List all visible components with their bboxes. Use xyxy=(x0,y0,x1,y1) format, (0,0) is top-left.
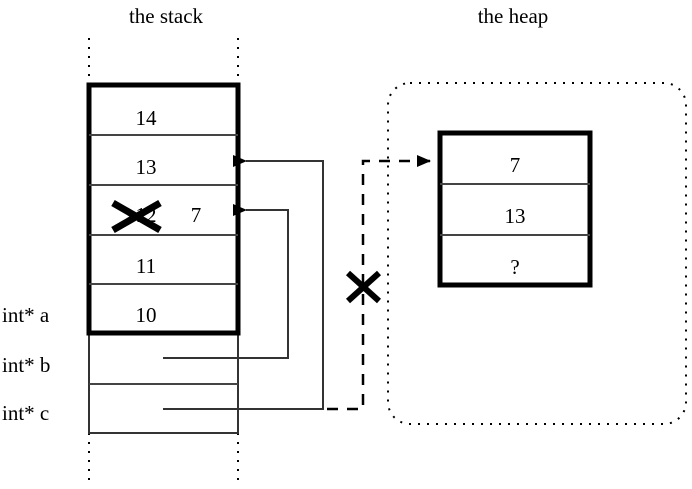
heap-cell-value-1: 13 xyxy=(505,204,526,228)
stack-cell-value-0: 14 xyxy=(136,106,158,130)
heap-title: the heap xyxy=(478,4,549,28)
cross-icon-overwritten-value xyxy=(111,199,162,234)
heap-block xyxy=(437,130,593,288)
heap-cell-value-0: 7 xyxy=(510,153,521,177)
pointer-label-b: int* b xyxy=(2,353,50,377)
connector-a-to-stack-cell xyxy=(163,155,324,410)
stack-value-frame xyxy=(86,82,241,336)
connector-b-to-stack-cell xyxy=(163,204,289,359)
pointer-label-c: int* c xyxy=(2,401,49,425)
heap-region-boundary xyxy=(387,82,687,425)
stack-cell-value-1: 13 xyxy=(136,155,157,179)
stack-cell-value-3: 11 xyxy=(136,254,156,278)
stack-title: the stack xyxy=(129,4,204,28)
heap-cell-value-2: ? xyxy=(510,255,519,279)
cross-icon-invalid-pointer xyxy=(345,270,382,304)
connector-c-to-heap-dashed xyxy=(327,155,431,411)
stack-cell-value-4: 10 xyxy=(136,303,157,327)
pointer-label-a: int* a xyxy=(2,303,50,327)
stack-cell-value-2-replacement: 7 xyxy=(191,203,202,227)
